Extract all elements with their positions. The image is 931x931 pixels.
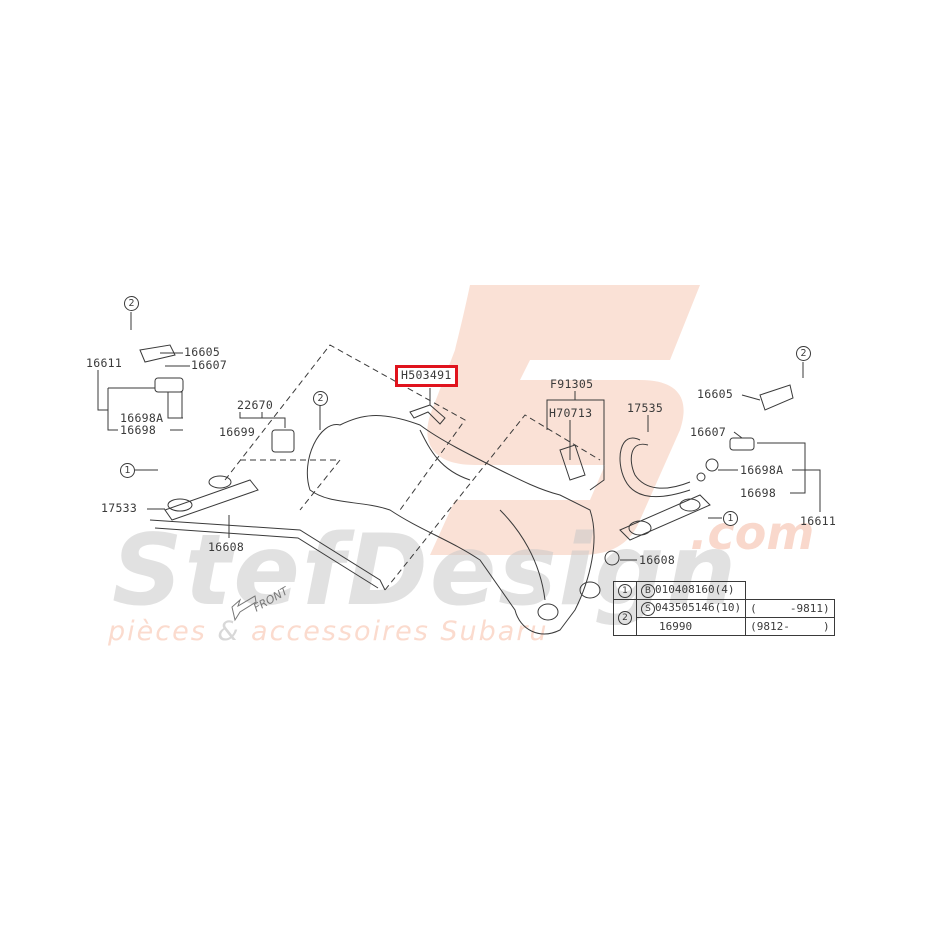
- part-label-16698A-left[interactable]: 16698A: [120, 411, 164, 425]
- callout-2-right: 2: [796, 346, 811, 361]
- legend-range-3: (9812- ): [745, 617, 835, 636]
- part-label-16608-left[interactable]: 16608: [208, 540, 245, 554]
- part-label-16698A-right[interactable]: 16698A: [740, 463, 784, 477]
- tagline-part2: accessoires Subaru: [251, 616, 549, 647]
- legend-ref-2: 2: [613, 599, 637, 636]
- part-label-16611-right[interactable]: 16611: [800, 514, 837, 528]
- part-label-17535[interactable]: 17535: [627, 401, 664, 415]
- part-label-16699[interactable]: 16699: [219, 425, 256, 439]
- part-label-16608-right[interactable]: 16608: [639, 553, 676, 567]
- legend-range-2: ( -9811): [745, 599, 835, 618]
- part-label-16611-left[interactable]: 16611: [86, 356, 123, 370]
- part-label-F91305[interactable]: F91305: [550, 377, 594, 391]
- tagline-amp: &: [217, 616, 241, 647]
- callout-1-left: 1: [120, 463, 135, 478]
- part-label-16607-right[interactable]: 16607: [690, 425, 727, 439]
- part-label-16605-right[interactable]: 16605: [697, 387, 734, 401]
- part-label-22670[interactable]: 22670: [237, 398, 274, 412]
- tagline-part1: pièces: [108, 616, 207, 647]
- legend-part-3: 16990: [635, 617, 747, 636]
- legend-range-1: [745, 581, 835, 600]
- callout-2-left: 2: [124, 296, 139, 311]
- legend-row-3: 16990 (9812- ): [614, 617, 835, 636]
- watermark-tagline: pièces & accessoires Subaru: [108, 618, 549, 645]
- part-label-16698-right[interactable]: 16698: [740, 486, 777, 500]
- part-label-16605-left[interactable]: 16605: [184, 345, 221, 359]
- part-label-16607-left[interactable]: 16607: [191, 358, 228, 372]
- callout-1-right: 1: [723, 511, 738, 526]
- part-label-H70713[interactable]: H70713: [549, 406, 593, 420]
- legend-ref-1: 1: [613, 581, 637, 600]
- callout-2-mid: 2: [313, 391, 328, 406]
- part-label-H503491-highlighted[interactable]: H503491: [395, 365, 458, 387]
- part-label-16698-left[interactable]: 16698: [120, 423, 157, 437]
- part-label-17533[interactable]: 17533: [101, 501, 138, 515]
